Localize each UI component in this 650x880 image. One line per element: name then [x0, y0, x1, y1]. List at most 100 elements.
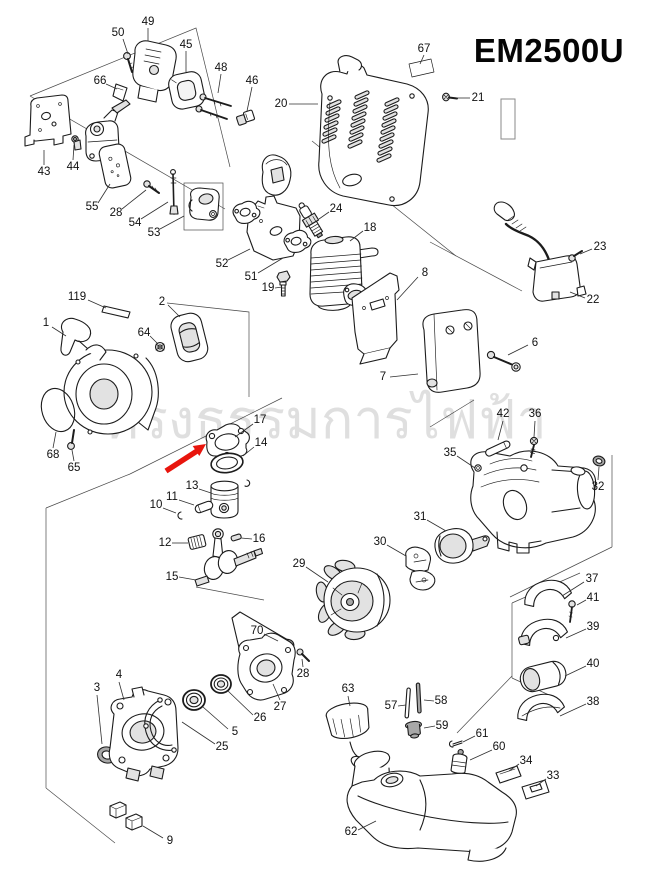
watermark-text: ทรงธรรมการไฟฟ้า	[103, 388, 547, 451]
part-number-20: 20	[275, 98, 288, 110]
part-2-starter-pulley	[170, 312, 209, 363]
part-39-clamp	[515, 613, 569, 648]
leader-line-119	[87, 299, 107, 309]
part-9-mount-b	[125, 813, 143, 831]
part-42-pin	[485, 440, 511, 457]
leader-line-10	[162, 507, 177, 514]
part-61-clip	[448, 740, 463, 748]
leader-line-46	[246, 86, 253, 112]
part-number-60: 60	[493, 741, 506, 753]
leader-line-29	[305, 566, 329, 583]
leader-line-30	[386, 544, 407, 557]
leader-line-70	[263, 633, 279, 642]
leader-line-63	[347, 695, 351, 707]
part-number-14: 14	[255, 437, 268, 449]
part-number-45: 45	[180, 39, 193, 51]
part-number-67: 67	[418, 43, 431, 55]
leader-line-36	[533, 420, 536, 438]
part-number-2: 2	[159, 296, 165, 308]
part-number-18: 18	[364, 222, 377, 234]
part-34-pad	[495, 765, 522, 784]
part-number-13: 13	[186, 480, 199, 492]
part-number-4: 4	[116, 669, 123, 681]
part-number-28: 28	[297, 668, 310, 680]
part-11-piston-pin	[194, 500, 214, 514]
part-65-screw	[67, 429, 75, 450]
part-number-27: 27	[274, 701, 287, 713]
leader-line-17	[234, 423, 254, 438]
part-41-screw	[568, 600, 576, 623]
part-number-51: 51	[245, 271, 258, 283]
leader-line-60	[469, 749, 493, 761]
part-number-5: 5	[232, 726, 238, 738]
leader-line-31	[426, 519, 447, 532]
part-number-62: 62	[345, 826, 358, 838]
part-number-64: 64	[138, 327, 151, 339]
part-13-piston	[210, 479, 251, 519]
part-54-throttle-rod	[169, 169, 179, 215]
part-number-30: 30	[374, 536, 387, 548]
leader-line-62	[357, 820, 377, 831]
part-4-crankcase-half	[108, 686, 179, 782]
leader-line-28	[121, 189, 147, 210]
part-23-screw	[568, 250, 583, 262]
leader-line-22	[569, 291, 586, 299]
part-number-19: 19	[262, 282, 275, 294]
part-number-57: 57	[385, 700, 398, 712]
leader-line-2	[167, 304, 181, 318]
leader-line-7	[389, 373, 419, 378]
part-number-24: 24	[330, 203, 343, 215]
part-number-36: 36	[529, 408, 542, 420]
part-number-3: 3	[94, 682, 100, 694]
leader-line-65	[71, 449, 75, 462]
part-number-9: 9	[167, 835, 173, 847]
part-68-ring	[40, 387, 76, 433]
part-number-54: 54	[129, 217, 142, 229]
part-number-66: 66	[94, 75, 107, 87]
part-27-crankcase-half	[231, 611, 296, 701]
part-10-clip	[177, 511, 183, 520]
part-number-46: 46	[246, 75, 259, 87]
leader-line-51	[257, 257, 284, 274]
part-number-65: 65	[68, 462, 81, 474]
part-number-6: 6	[532, 337, 538, 349]
leader-line-61	[462, 735, 476, 743]
leader-line-50	[122, 38, 129, 55]
part-16-key	[230, 533, 242, 542]
part-57-tube	[404, 687, 411, 719]
leader-line-27	[272, 683, 281, 701]
part-number-34: 34	[520, 755, 533, 767]
part-20-engine-cover	[318, 55, 429, 207]
part-number-11: 11	[166, 491, 178, 503]
part-15-crankshaft	[194, 528, 264, 587]
part-35-clutch-housing	[470, 450, 597, 554]
leader-line-64	[149, 335, 159, 345]
leader-line-6	[507, 344, 529, 356]
part-32-washer	[592, 455, 606, 467]
leader-line-59	[423, 725, 436, 729]
part-53-insulator-block	[188, 187, 220, 221]
part-number-50: 50	[112, 27, 125, 39]
part-58-tube	[415, 682, 422, 714]
part-number-41: 41	[587, 592, 600, 604]
part-number-37: 37	[586, 573, 599, 585]
part-22-ignition-coil	[493, 201, 587, 302]
part-30-clutch-shoes	[405, 546, 436, 591]
part-49-air-cleaner-cover	[132, 40, 177, 103]
leader-line-48	[217, 73, 222, 94]
part-28-screw-carb	[143, 180, 160, 194]
leader-line-5	[202, 706, 229, 730]
part-number-32: 32	[592, 481, 605, 493]
part-25-gasket	[143, 697, 177, 753]
part-50-screw	[123, 52, 134, 73]
model-title: EM2500U	[474, 32, 624, 69]
part-number-10: 10	[150, 499, 163, 511]
part-number-8: 8	[422, 267, 428, 279]
part-number-42: 42	[497, 408, 510, 420]
part-7-muffler	[422, 309, 481, 393]
leader-line-33	[535, 778, 547, 787]
part-number-31: 31	[414, 511, 427, 523]
leader-line-28	[301, 658, 304, 668]
part-number-29: 29	[293, 558, 306, 570]
